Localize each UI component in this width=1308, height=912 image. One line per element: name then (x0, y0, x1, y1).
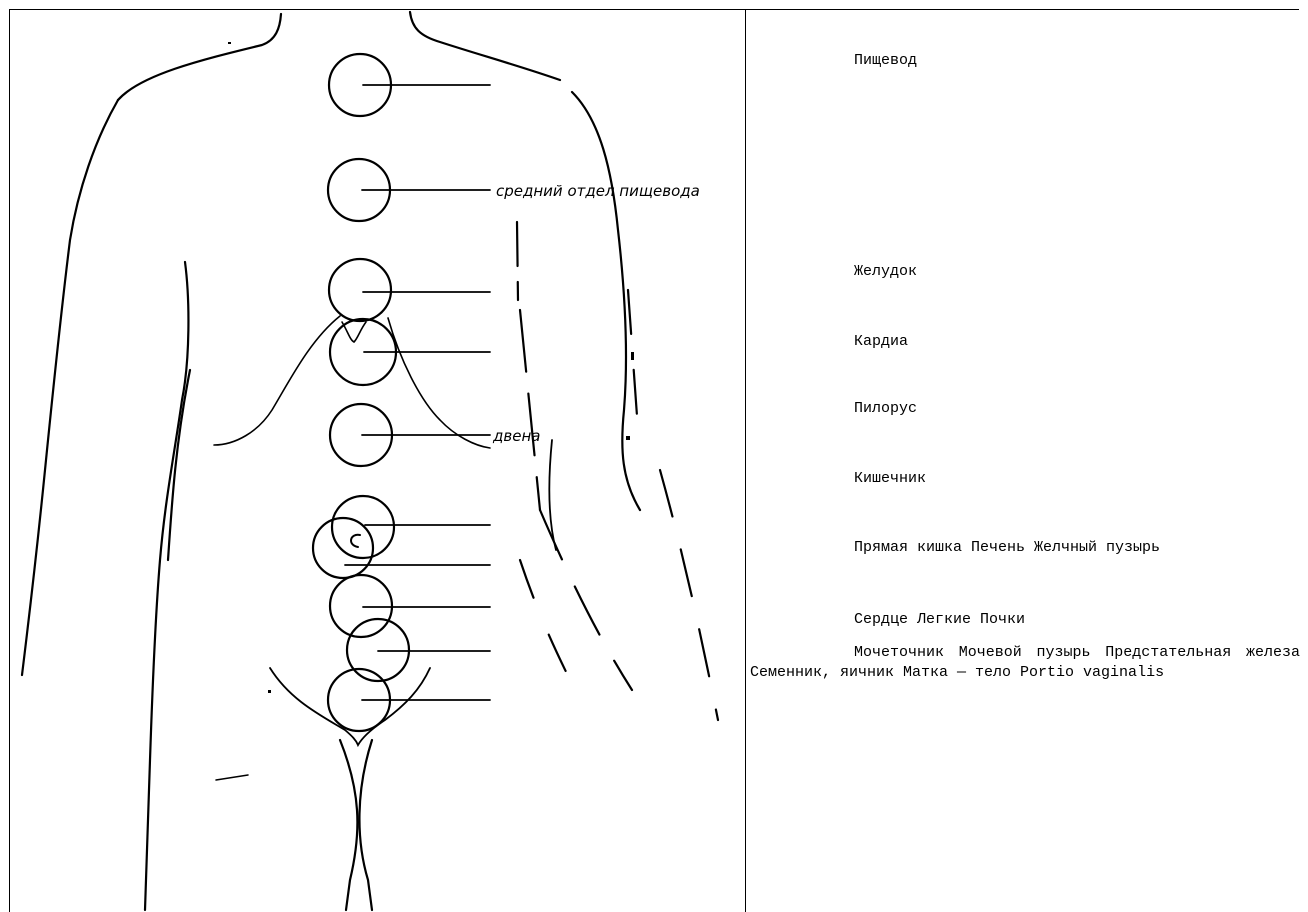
body-outline-neck-right (410, 12, 560, 80)
meridian-line-6 (520, 560, 580, 700)
speck-4 (631, 352, 634, 360)
organ-urinary-reproductive-paragraph: Мочеточник Мочевой пузырь Предстательная… (750, 643, 1300, 683)
label-middle-esophagus: средний отдел пищевода (496, 182, 700, 200)
point-circle-3 (329, 259, 391, 321)
organ-list-column: Пищевод Желудок Кардиа Пилорус Кишечник … (746, 9, 1308, 912)
body-diagram: средний отдел пищевода двена (0, 0, 746, 912)
organ-pylorus: Пилорус (854, 400, 917, 417)
body-outline-leg-right (359, 740, 372, 910)
meridian-line-5 (660, 470, 718, 720)
body-outline-breast-left (214, 316, 340, 445)
organ-intestine: Кишечник (854, 470, 926, 487)
speck-2 (268, 690, 271, 693)
speck-3 (626, 436, 630, 440)
point-circle-7 (313, 518, 373, 578)
meridian-line-1 (517, 222, 518, 300)
organ-stomach: Желудок (854, 263, 917, 280)
body-outline-left-hip (216, 775, 248, 780)
label-duodenum: двена (492, 427, 540, 445)
organ-heart-lungs-kidneys: Сердце Легкие Почки (854, 611, 1025, 628)
organ-rectum-liver-gallbladder: Прямая кишка Печень Желчный пузырь (854, 539, 1160, 556)
speck-1 (228, 42, 231, 44)
body-outline-breast-right (388, 318, 490, 448)
small-c-mark (351, 535, 360, 547)
point-circle-8 (330, 575, 392, 637)
body-outline-left-arm (22, 100, 118, 675)
point-circle-9 (347, 619, 409, 681)
organ-cardia: Кардиа (854, 333, 908, 350)
organ-esophagus: Пищевод (854, 52, 917, 69)
body-outline-groin (270, 668, 430, 745)
meridian-line-2 (520, 310, 540, 510)
body-outline-leg-left (340, 740, 357, 910)
body-outline-left-torso (145, 262, 188, 910)
body-outline-neck-left (118, 14, 281, 100)
